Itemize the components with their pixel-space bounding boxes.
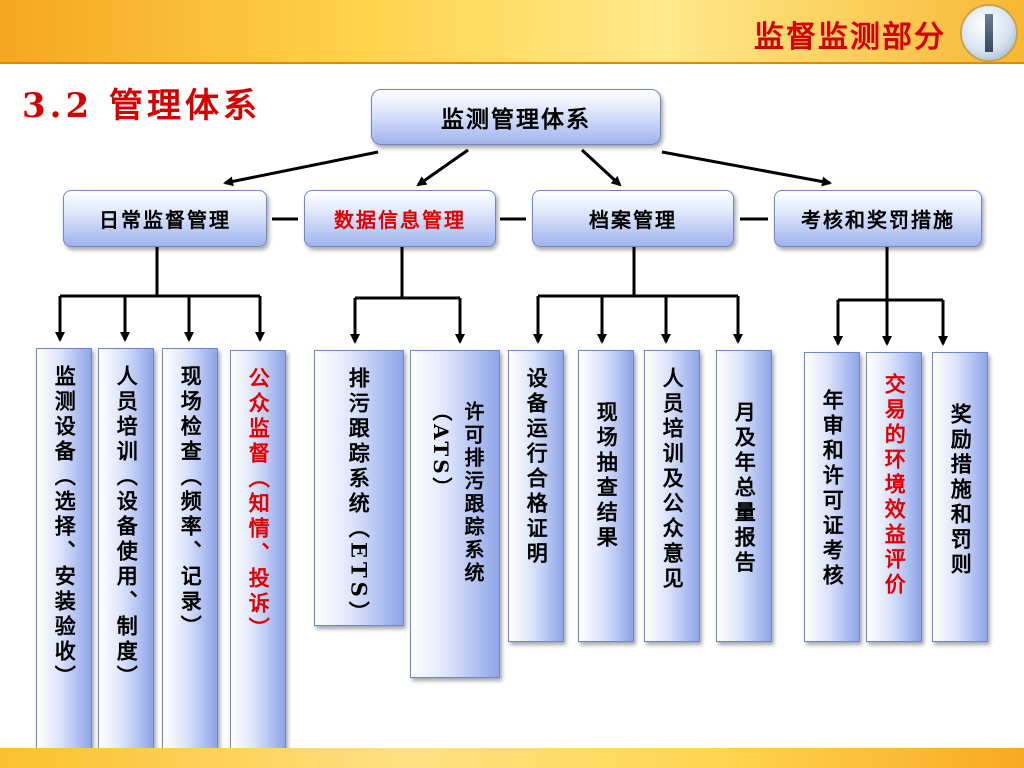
leaf-label: 许可排污跟踪系统 （ATS） [425, 401, 489, 585]
root-label: 监测管理体系 [441, 106, 591, 133]
leaf-label: 现场检查（频率、记录） [178, 365, 204, 640]
leaf-annual-review: 年审和许可证考核 [804, 352, 860, 642]
leaf-training-public-opinion: 人员培训及公众意见 [644, 350, 700, 642]
category-label: 日常监督管理 [99, 208, 231, 232]
header-title: 监督监测部分 [754, 20, 946, 55]
leaf-label: 年审和许可证考核 [820, 389, 846, 589]
leaf-spot-check-results: 现场抽查结果 [578, 350, 634, 642]
leaf-site-inspection: 现场检查（频率、记录） [162, 348, 218, 752]
leaf-staff-training: 人员培训（设备使用、制度） [98, 348, 154, 752]
leaf-label-line2: （ATS） [429, 401, 453, 500]
header-bar [0, 0, 1024, 64]
category-label: 数据信息管理 [334, 208, 466, 232]
category-label: 档案管理 [589, 208, 677, 232]
leaf-label: 月及年总量报告 [732, 401, 758, 576]
leaf-label: 人员培训（设备使用、制度） [114, 365, 140, 690]
leaf-public-supervision: 公众监督（知情、投诉） [230, 350, 286, 754]
leaf-ats: 许可排污跟踪系统 （ATS） [410, 350, 500, 678]
leaf-label: 现场抽查结果 [594, 401, 620, 551]
logo-icon [960, 4, 1018, 62]
leaf-equipment-certificate: 设备运行合格证明 [508, 350, 564, 642]
leaf-rewards-penalties: 奖励措施和罚则 [932, 352, 988, 642]
root-node: 监测管理体系 [371, 89, 661, 145]
leaf-trading-evaluation: 交易的环境效益评价 [866, 352, 922, 642]
leaf-ets: 排污跟踪系统（ETS） [314, 350, 404, 626]
leaf-monthly-annual-report: 月及年总量报告 [716, 350, 772, 642]
leaf-label: 奖励措施和罚则 [948, 403, 974, 578]
footer-bar [0, 748, 1024, 768]
leaf-label: 监测设备（选择、安装验收） [52, 365, 78, 690]
leaf-monitoring-equipment: 监测设备（选择、安装验收） [36, 348, 92, 752]
leaf-label: 人员培训及公众意见 [660, 367, 686, 592]
category-label: 考核和奖罚措施 [801, 208, 955, 232]
leaf-label-line1: 许可排污跟踪系统 [461, 401, 485, 585]
leaf-label-part1: 交易 [882, 373, 908, 423]
category-archives: 档案管理 [532, 190, 734, 247]
section-title: 3.2 管理体系 [22, 86, 261, 126]
leaf-label-part2: 的环境效益评价 [882, 423, 908, 598]
category-daily-supervision: 日常监督管理 [63, 190, 267, 247]
category-data-info: 数据信息管理 [304, 190, 496, 247]
leaf-label: 交易的环境效益评价 [881, 373, 908, 598]
leaf-label: 公众监督（知情、投诉） [246, 367, 272, 642]
leaf-label: 排污跟踪系统（ETS） [346, 367, 372, 626]
category-assessment: 考核和奖罚措施 [774, 190, 982, 247]
leaf-label: 设备运行合格证明 [524, 367, 550, 567]
